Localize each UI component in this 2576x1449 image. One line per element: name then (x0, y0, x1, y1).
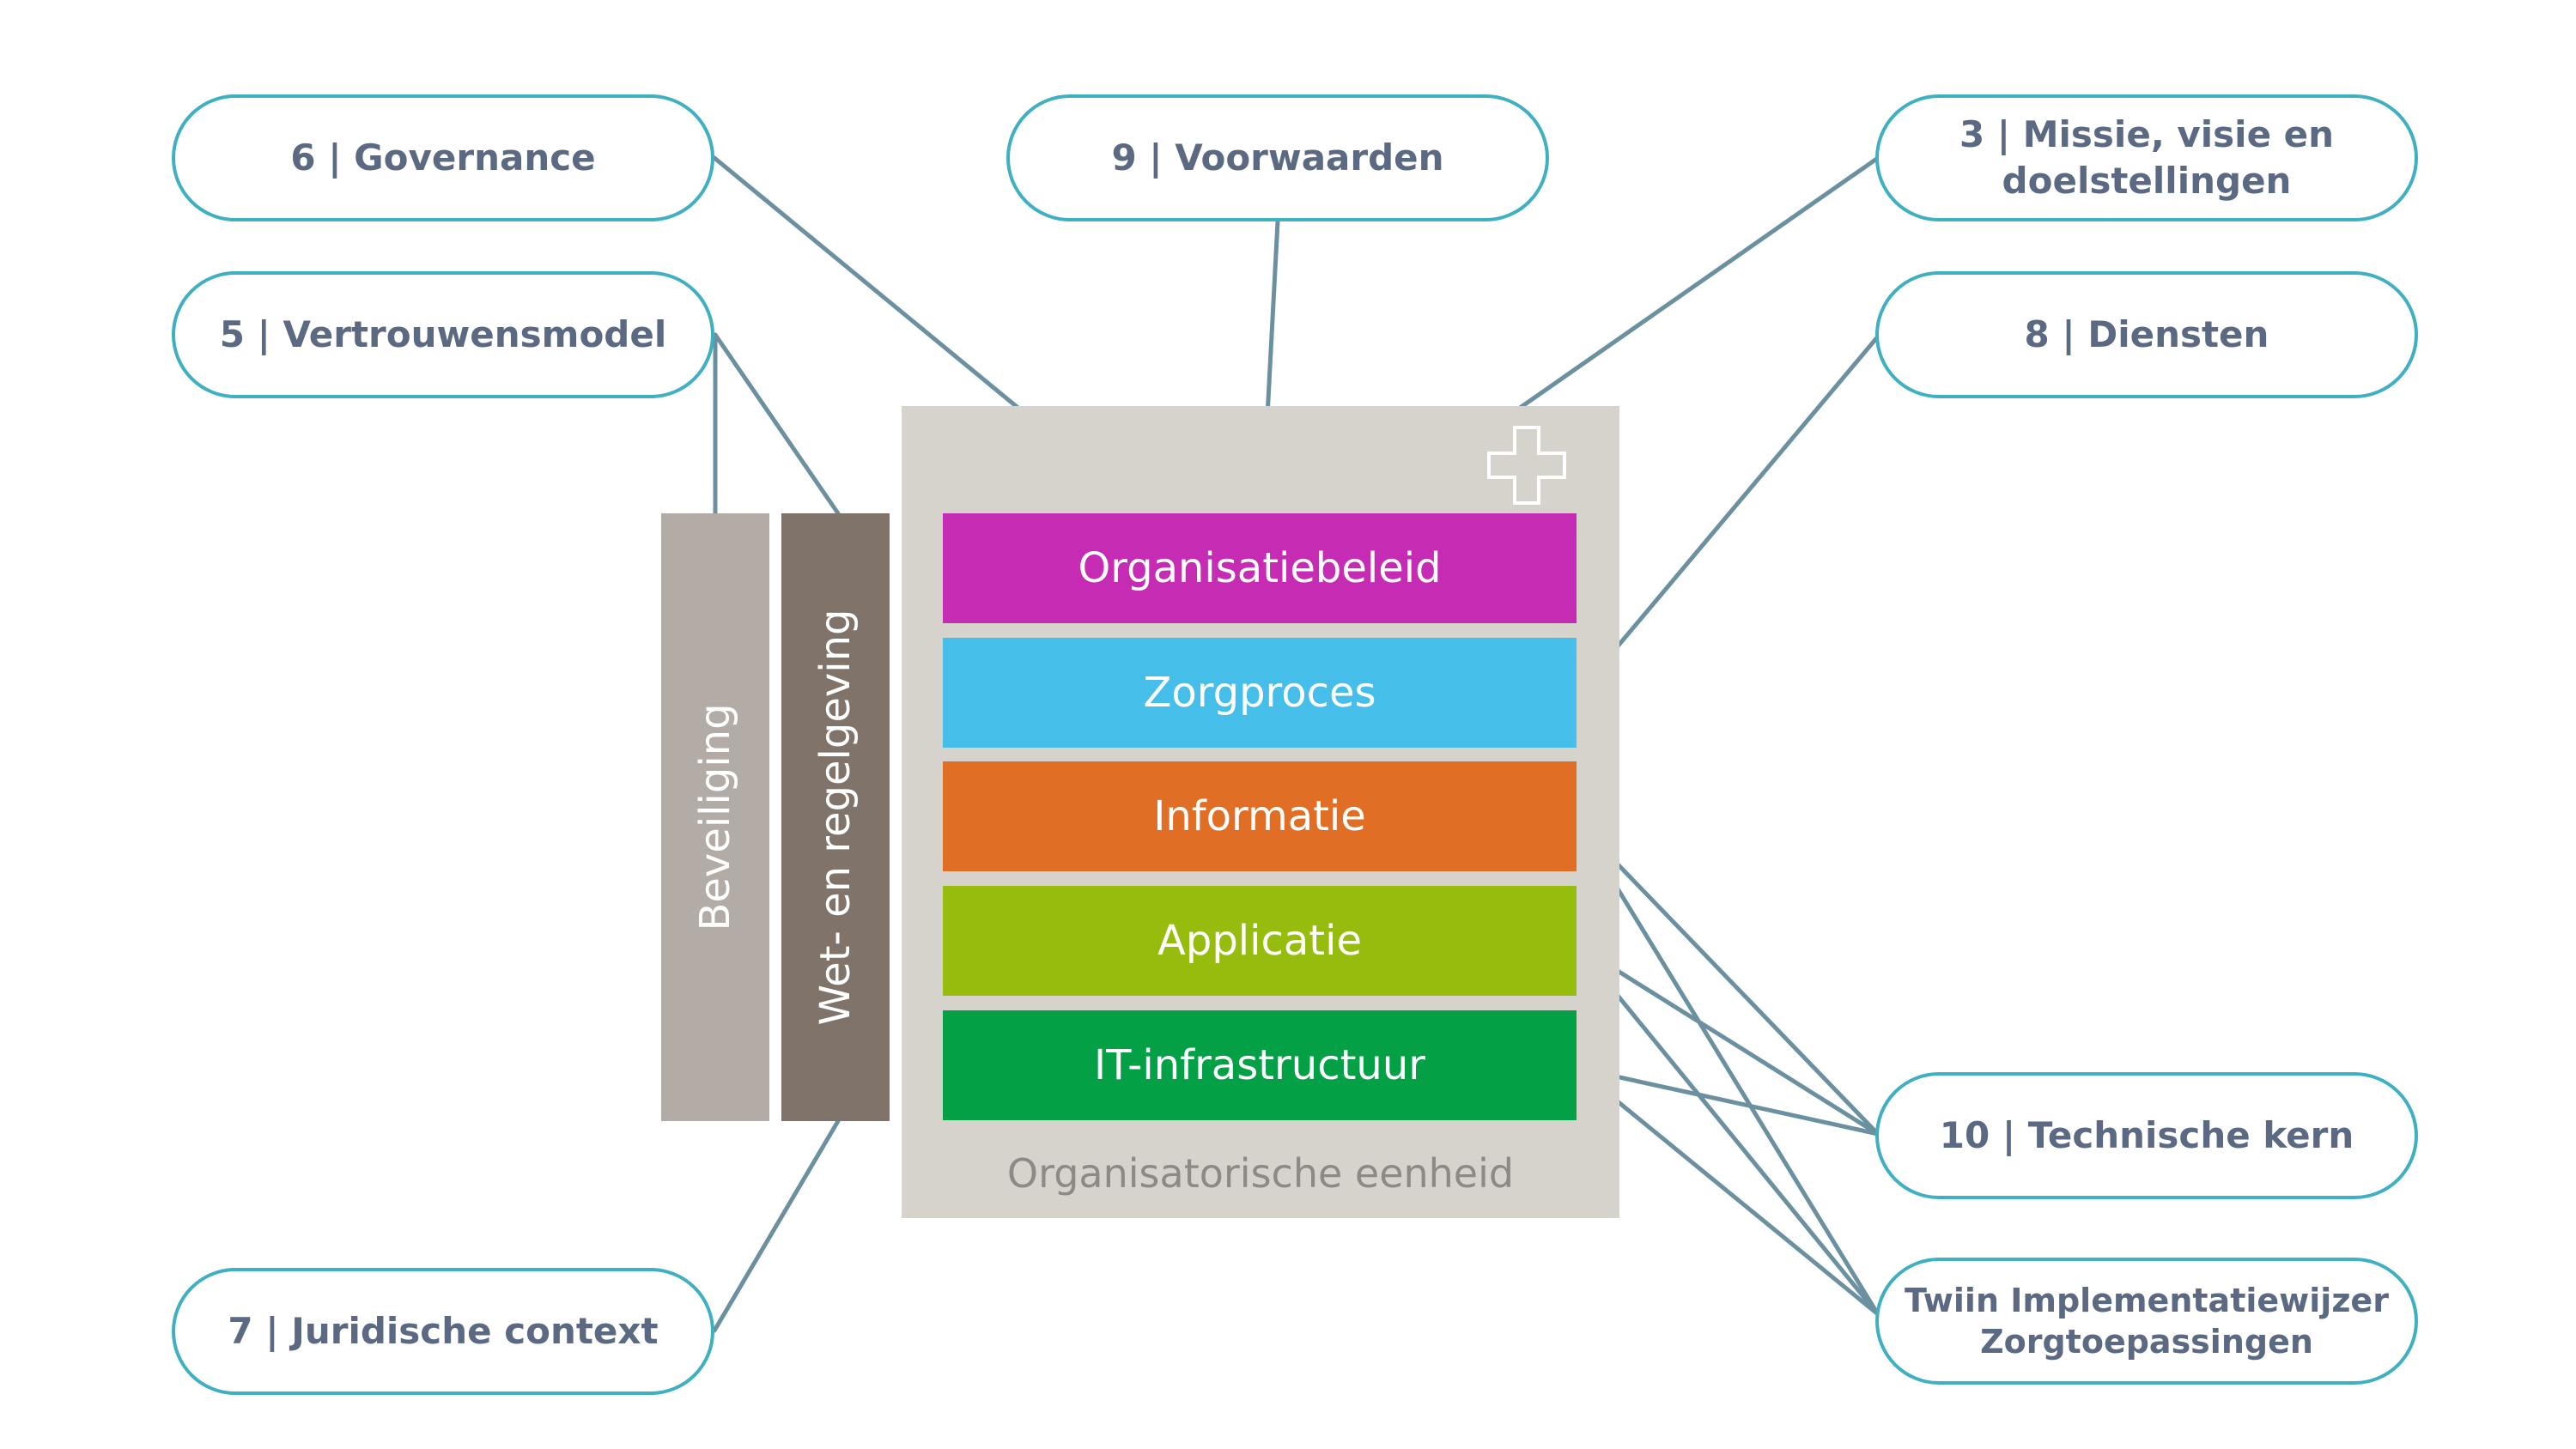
layer-informatie: Informatie (943, 761, 1577, 871)
box-vertrouwensmodel-label: 5 | Vertrouwensmodel (219, 313, 667, 355)
wet-en-regelgeving-label: Wet- en regelgeving (811, 609, 860, 1026)
box-technische-kern: 10 | Technische kern (1875, 1072, 2418, 1199)
organisational-unit-label: Organisatorische eenheid (1006, 1150, 1515, 1197)
box-twiin-label: Twiin Implementatiewijzer Zorgtoepassing… (1905, 1282, 2389, 1361)
box-voorwaarden-label: 9 | Voorwaarden (1111, 136, 1444, 179)
layer-it-infrastructuur: IT-infrastructuur (943, 1010, 1577, 1120)
connector-informatie-twiin (1574, 819, 1880, 1317)
box-twiin: Twiin Implementatiewijzer Zorgtoepassing… (1875, 1258, 2418, 1385)
box-missie: 3 | Missie, visie en doelstellingen (1875, 94, 2418, 221)
box-juridische-context: 7 | Juridische context (172, 1268, 714, 1395)
connector-informatie-technische (1574, 819, 1880, 1137)
box-missie-label: 3 | Missie, visie en doelstellingen (1959, 113, 2335, 202)
connector-applicatie-technische (1574, 943, 1880, 1137)
beveiliging-bar: Beveiliging (661, 513, 769, 1121)
layer-organisatiebeleid: Organisatiebeleid (943, 513, 1577, 623)
box-governance: 6 | Governance (172, 94, 714, 221)
connector-diensten (1574, 334, 1880, 698)
box-diensten-label: 8 | Diensten (2024, 313, 2269, 355)
box-governance-label: 6 | Governance (290, 136, 596, 179)
box-voorwaarden: 9 | Voorwaarden (1006, 94, 1549, 221)
box-vertrouwensmodel: 5 | Vertrouwensmodel (172, 271, 714, 398)
wet-en-regelgeving-bar: Wet- en regelgeving (781, 513, 890, 1121)
connector-infra-technische (1574, 1065, 1880, 1137)
connector-juridische-wet (712, 1119, 841, 1333)
layer-applicatie: Applicatie (943, 886, 1577, 996)
box-technische-kern-label: 10 | Technische kern (1939, 1114, 2354, 1156)
connector-vertrouwensmodel-wet (713, 332, 841, 516)
connector-applicatie-twiin (1574, 943, 1880, 1317)
box-diensten: 8 | Diensten (1875, 271, 2418, 398)
connector-infra-twiin (1574, 1065, 1880, 1317)
plus-icon (1487, 426, 1566, 505)
box-juridische-context-label: 7 | Juridische context (228, 1310, 659, 1352)
layer-zorgproces: Zorgproces (943, 638, 1577, 748)
beveiliging-label: Beveiliging (691, 703, 739, 931)
